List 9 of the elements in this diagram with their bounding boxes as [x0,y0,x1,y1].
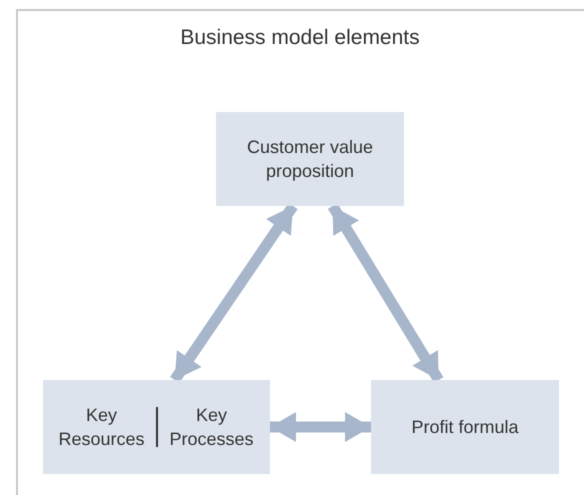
element-label: Key Processes [168,404,255,451]
double-arrow [270,412,371,442]
element-box [371,380,559,474]
element-label: Profit formula [410,416,520,439]
diagram-title: Business model elements [179,26,421,50]
element-box [43,380,270,474]
element-box [216,112,404,206]
element-label: Key Resources [57,404,146,451]
element-label: Customer value proposition [246,136,374,183]
